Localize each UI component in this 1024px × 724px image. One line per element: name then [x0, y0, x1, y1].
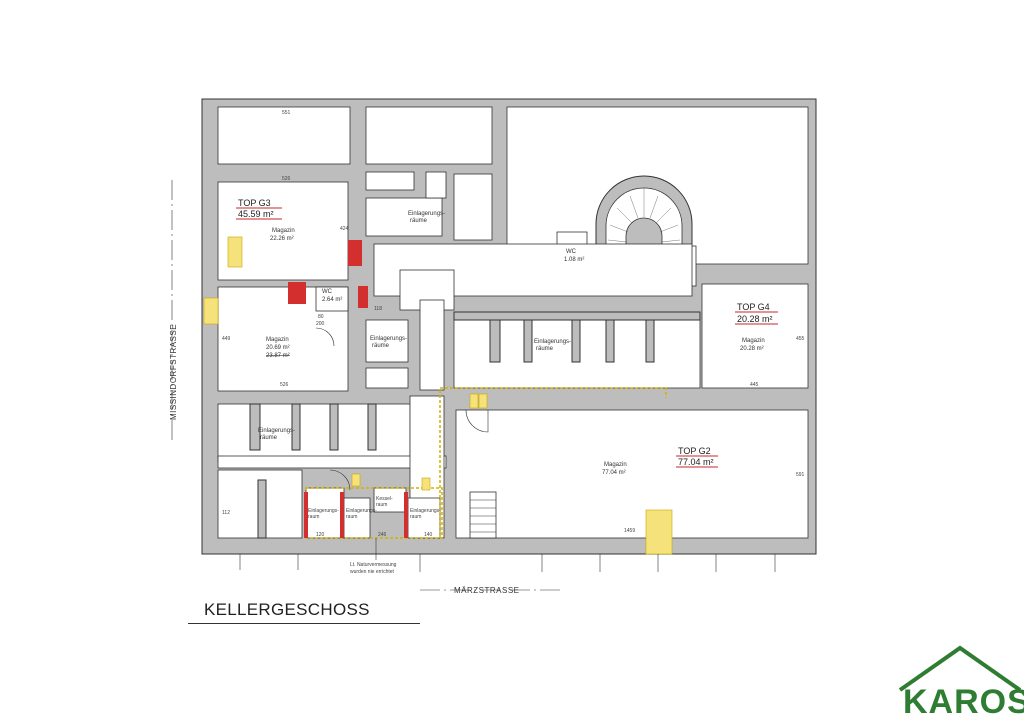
- dim-small-l: 112: [222, 510, 230, 516]
- window-ticks-south: [239, 554, 776, 572]
- cell-wall-4: [605, 319, 615, 363]
- red-mark-5: [404, 492, 408, 538]
- dim-200: 200: [316, 321, 325, 327]
- cell-wall-5: [645, 319, 655, 363]
- title-underline: [188, 623, 420, 624]
- stairs-g2: [469, 491, 497, 539]
- g3-lower-room-area: 20.69 m²: [266, 345, 290, 351]
- storage-middle-divider: [453, 311, 701, 321]
- unit-g4-area: 20.28 m²: [737, 314, 773, 324]
- room-cell-f: [365, 319, 409, 363]
- sw-wall-3: [329, 403, 339, 451]
- red-mark-2: [358, 286, 368, 308]
- g2-room-name: Magazin: [604, 462, 627, 468]
- cell-wall-3: [571, 319, 581, 363]
- room-small-c: [373, 487, 407, 513]
- g3-lower-room-name: Magazin: [266, 337, 289, 343]
- g4-room-area: 20.28 m²: [740, 346, 764, 352]
- room-cell-a: [365, 171, 415, 191]
- room-g2: [455, 409, 809, 539]
- logo-roof-icon: [898, 645, 1022, 692]
- door-mark-g2b: [478, 393, 488, 409]
- door-swing-g2: [465, 409, 489, 433]
- unit-g2-label: TOP G2 77.04 m²: [676, 446, 718, 468]
- wc-right-area: 1.08 m²: [564, 257, 584, 263]
- red-mark-1: [348, 240, 362, 266]
- dim-g3-width: 526: [282, 176, 291, 182]
- opening-mark-1: [227, 236, 243, 268]
- opening-mark-2: [203, 297, 219, 325]
- drawing-title: KELLERGESCHOSS: [204, 600, 370, 619]
- street-west-label: MISSINDORFSTRASSE: [169, 324, 178, 420]
- yellow-marking-corridor: [439, 387, 667, 538]
- unit-g2-area: 77.04 m²: [678, 457, 714, 467]
- sw-wall-4: [367, 403, 377, 451]
- unit-g4-label: TOP G4 20.28 m²: [735, 302, 778, 325]
- dim-g3-lower-width: 526: [280, 382, 289, 388]
- street-south-label: MÄRZSTRASSE: [454, 586, 520, 595]
- logo-text: KAROS: [903, 683, 1024, 721]
- door-swing-wc: [315, 327, 335, 347]
- corridor-southwest: [217, 455, 447, 469]
- dim-small-w: 118: [374, 306, 382, 312]
- room-wc-left: [315, 286, 349, 312]
- g3-upper-room-area: 22.26 m²: [270, 236, 294, 242]
- dim-g2-height: 591: [796, 472, 805, 478]
- dim-g4-height: 455: [796, 336, 805, 342]
- room-small-d: [407, 497, 441, 539]
- g4-room-name: Magazin: [742, 338, 765, 344]
- door-mark-g2: [469, 393, 479, 409]
- unit-g3-area: 45.59 m²: [238, 209, 274, 219]
- door-mark-small-2: [421, 477, 431, 491]
- red-mark-6: [288, 282, 306, 304]
- room-cell-d: [453, 173, 493, 241]
- sw-wall-5: [257, 479, 267, 539]
- room-cell-g: [365, 367, 409, 389]
- room-cell-c: [425, 171, 447, 199]
- wc-left-area: 2.64 m²: [322, 297, 342, 303]
- dim-120: 120: [316, 532, 325, 538]
- unit-g3-name: TOP G3: [238, 198, 271, 208]
- dim-g3-height: 449: [222, 336, 231, 342]
- door-swing-small: [329, 469, 351, 491]
- red-mark-4: [340, 492, 344, 538]
- room-small-b: [343, 497, 371, 539]
- door-mark-small-1: [351, 473, 361, 487]
- unit-g3-label: TOP G3 45.59 m²: [236, 198, 282, 220]
- room-cell-b: [365, 197, 443, 237]
- corridor-south-link: [419, 299, 445, 391]
- wc-left-name: WC: [322, 289, 333, 295]
- sw-wall-2: [291, 403, 301, 451]
- red-mark-3: [304, 492, 308, 538]
- g2-room-area: 77.04 m²: [602, 470, 626, 476]
- dim-g3-side: 424: [340, 226, 349, 232]
- sw-wall-1: [249, 403, 261, 451]
- dim-140: 140: [424, 532, 433, 538]
- unit-g2-name: TOP G2: [678, 446, 711, 456]
- dim-g4-width: 445: [750, 382, 759, 388]
- g3-lower-room-area-old: 23.87 m²: [266, 353, 290, 359]
- room-north-left: [217, 106, 351, 165]
- room-g4: [701, 283, 809, 389]
- opening-mark-3: [645, 509, 673, 555]
- dim-80: 80: [318, 314, 324, 320]
- wc-right-name: WC: [566, 249, 577, 255]
- dim-g2-width: 1459: [624, 528, 635, 534]
- dim-top: 551: [282, 110, 291, 116]
- room-storage-southwest: [217, 403, 411, 463]
- dim-246: 246: [378, 532, 387, 538]
- g3-upper-room-name: Magazin: [272, 228, 295, 234]
- cell-wall-1: [489, 319, 501, 363]
- unit-g4-name: TOP G4: [737, 302, 770, 312]
- staircase-treads: [607, 188, 681, 243]
- cell-wall-2: [523, 319, 533, 363]
- room-north-middle: [365, 106, 493, 165]
